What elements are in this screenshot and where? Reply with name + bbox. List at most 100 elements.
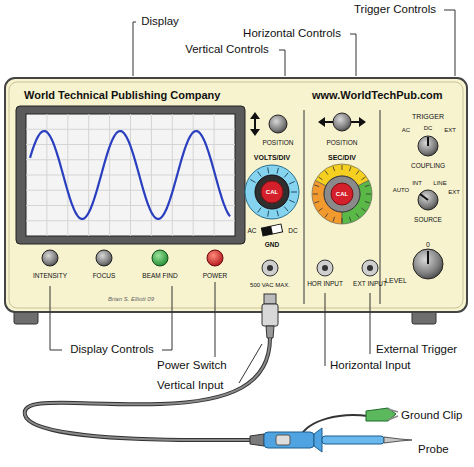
probe-tip	[384, 437, 412, 443]
brand-name: World Technical Publishing Company	[24, 90, 220, 101]
level-mark: 0	[426, 241, 430, 248]
sine-wave	[30, 131, 230, 219]
switch-position: AC	[247, 228, 256, 235]
bracket	[162, 286, 172, 350]
leader-line	[444, 10, 455, 76]
switch-position: EXT	[444, 127, 456, 133]
dial-tick	[314, 201, 319, 203]
updown-arrow	[250, 112, 260, 136]
grid-line	[26, 159, 235, 160]
dial-tick	[268, 211, 269, 217]
callout-label: Vertical Controls	[185, 44, 269, 56]
cal-label: CAL	[336, 191, 348, 197]
bnc-pin	[267, 265, 273, 271]
callout-label: Horizontal Input	[330, 360, 411, 372]
callout-label: Horizontal Controls	[243, 28, 341, 40]
leader-lines	[50, 282, 370, 383]
callout-label: Ground Clip	[401, 410, 462, 422]
strain-relief	[266, 326, 274, 338]
switch-position: INT	[412, 180, 422, 186]
dial-tick	[289, 181, 294, 184]
control-label: FOCUS	[93, 273, 116, 280]
dial-knob	[255, 175, 289, 209]
dial-tick	[349, 217, 351, 222]
clip-jaws	[388, 409, 398, 420]
sec-dial	[312, 164, 372, 224]
probe-cable	[25, 338, 270, 440]
cal-label: CAL	[266, 189, 278, 195]
control-label: COUPLING	[411, 163, 445, 170]
switch-position: DC	[288, 228, 297, 235]
dial-tick	[325, 171, 328, 175]
bnc-connector	[317, 260, 333, 276]
dial-tick	[333, 217, 335, 222]
bnc-connectors	[262, 260, 378, 276]
coupling-knob	[418, 136, 438, 156]
bnc-plug	[264, 294, 276, 304]
dial-tick	[333, 166, 335, 171]
control-label: POSITION	[326, 140, 357, 147]
bracket	[50, 286, 62, 350]
dial-tick	[319, 208, 323, 211]
dial-tick	[314, 185, 319, 187]
dial-knob	[324, 176, 360, 212]
knob	[269, 115, 287, 133]
probe-cable	[25, 338, 270, 440]
dial-tick	[366, 194, 371, 195]
bnc-connector	[362, 260, 378, 276]
probe-switch	[276, 435, 290, 445]
dial-ticks	[250, 167, 297, 216]
probe-body	[264, 432, 314, 448]
dial-tick	[284, 207, 288, 212]
dial-tick	[277, 210, 279, 216]
dial-tick	[291, 192, 297, 193]
grid-line	[26, 220, 235, 221]
leader-lines	[133, 10, 455, 76]
dial-tick	[361, 208, 365, 211]
dial-tick	[313, 194, 318, 195]
dial-tick	[349, 166, 351, 171]
probe-flange	[314, 428, 322, 452]
switch-position: LINE	[433, 180, 446, 186]
control-label: EXT INPUT	[353, 281, 387, 288]
volts-dial	[245, 165, 299, 219]
dial-tick	[319, 177, 323, 180]
callout-label: Trigger Controls	[354, 4, 436, 16]
control-label: SEC/DIV	[328, 154, 356, 161]
waveform	[30, 131, 230, 219]
dial-tick	[342, 218, 343, 223]
callout-label: Vertical Input	[157, 380, 223, 392]
grid-line	[26, 190, 235, 191]
control-label: BEAM FIND	[142, 273, 177, 280]
leader-line	[350, 34, 356, 76]
callout-label: Display Controls	[70, 344, 154, 356]
callout-label: Probe	[418, 444, 449, 456]
knob-pointer	[420, 194, 428, 200]
housing	[5, 78, 467, 312]
warning-label: 500 VAC MAX.	[250, 282, 290, 288]
switch-position: EXT	[448, 189, 460, 195]
leader-line	[279, 50, 285, 76]
dial-tick	[250, 180, 255, 183]
control-label: POSITION	[262, 140, 293, 147]
signature: Brian S. Elliott 09	[108, 296, 154, 302]
dial-tick	[289, 200, 294, 203]
knob	[333, 113, 351, 131]
callout-label: External Trigger	[376, 344, 457, 356]
control-label: SOURCE	[414, 217, 442, 224]
bnc-connector	[262, 260, 278, 276]
dial-tick	[325, 213, 328, 217]
power-button	[207, 250, 223, 266]
leader-line	[215, 282, 216, 357]
dial-tick	[342, 165, 343, 170]
divider	[380, 110, 381, 304]
dial-tick	[258, 172, 261, 177]
switch-lever	[261, 226, 272, 236]
dial-tick	[268, 167, 269, 173]
screen-grid	[26, 114, 235, 236]
callout-label: Power Switch	[157, 360, 227, 372]
screen	[26, 114, 235, 236]
probe-tip-body	[322, 436, 384, 444]
switch-position: GND	[265, 242, 279, 249]
